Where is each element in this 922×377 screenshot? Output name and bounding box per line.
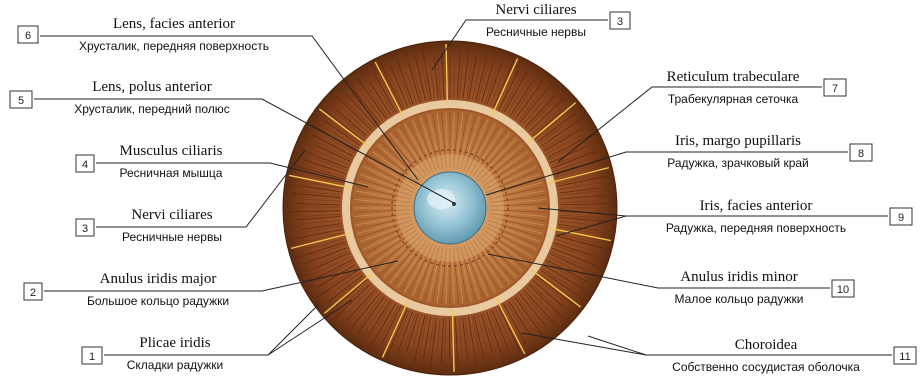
lens-highlight bbox=[427, 189, 455, 209]
label-latin: Reticulum trabeculare bbox=[667, 69, 800, 85]
label-number: 3 bbox=[617, 16, 623, 28]
label-number: 11 bbox=[899, 351, 910, 363]
label-russian: Ресничная мышца bbox=[120, 166, 223, 180]
label-russian: Хрусталик, передняя поверхность bbox=[79, 39, 269, 53]
lens bbox=[414, 172, 486, 244]
label-latin: Anulus iridis major bbox=[100, 271, 217, 287]
label-latin: Nervi ciliares bbox=[495, 2, 576, 18]
label-number: 6 bbox=[25, 30, 31, 42]
label-russian: Малое кольцо радужки bbox=[675, 292, 804, 306]
label-russian: Большое кольцо радужки bbox=[87, 294, 229, 308]
label-russian: Хрусталик, передний полюс bbox=[74, 102, 230, 116]
label-latin: Lens, facies anterior bbox=[113, 16, 235, 32]
label-latin: Musculus ciliaris bbox=[120, 143, 223, 159]
label-russian: Ресничные нервы bbox=[486, 25, 586, 39]
label-anulus-iridis-major: 2 Anulus iridis major Большое кольцо рад… bbox=[24, 271, 229, 308]
label-latin: Plicae iridis bbox=[139, 335, 210, 351]
label-latin: Nervi ciliares bbox=[131, 207, 212, 223]
leader-choroidea-a bbox=[522, 333, 892, 355]
label-russian: Радужка, передняя поверхность bbox=[666, 221, 846, 235]
label-latin: Choroidea bbox=[735, 337, 798, 353]
label-latin: Iris, facies anterior bbox=[700, 198, 813, 214]
label-latin: Anulus iridis minor bbox=[680, 269, 798, 285]
label-number: 8 bbox=[858, 148, 864, 160]
label-number: 3 bbox=[82, 223, 88, 235]
label-number: 1 bbox=[89, 351, 95, 363]
label-russian: Трабекулярная сеточка bbox=[668, 92, 799, 106]
label-latin: Lens, polus anterior bbox=[92, 79, 212, 95]
label-number: 4 bbox=[82, 159, 88, 171]
label-number: 7 bbox=[832, 83, 838, 95]
label-musculus-ciliaris: 4 Musculus ciliaris Ресничная мышца bbox=[76, 143, 223, 180]
label-russian: Ресничные нервы bbox=[122, 230, 222, 244]
label-russian: Радужка, зрачковый край bbox=[667, 156, 809, 170]
label-lens-facies-anterior: 6 Lens, facies anterior Хрусталик, перед… bbox=[18, 16, 269, 53]
label-number: 10 bbox=[837, 284, 849, 296]
label-number: 5 bbox=[18, 95, 24, 107]
label-plicae-iridis: 1 Plicae iridis Складки радужки bbox=[82, 335, 223, 372]
label-number: 9 bbox=[898, 212, 904, 224]
label-latin: Iris, margo pupillaris bbox=[675, 133, 801, 149]
label-nervi-ciliares-left: 3 Nervi ciliares Ресничные нервы bbox=[76, 207, 222, 244]
label-russian: Собственно сосудистая оболочка bbox=[672, 360, 860, 374]
eye-illustration bbox=[283, 41, 617, 375]
label-number: 2 bbox=[30, 287, 36, 299]
leader-choroidea-b bbox=[588, 336, 646, 355]
label-russian: Складки радужки bbox=[127, 358, 223, 372]
label-lens-polus-anterior: 5 Lens, polus anterior Хрусталик, передн… bbox=[10, 79, 230, 116]
leader-plicae-iridis-a bbox=[104, 305, 318, 355]
